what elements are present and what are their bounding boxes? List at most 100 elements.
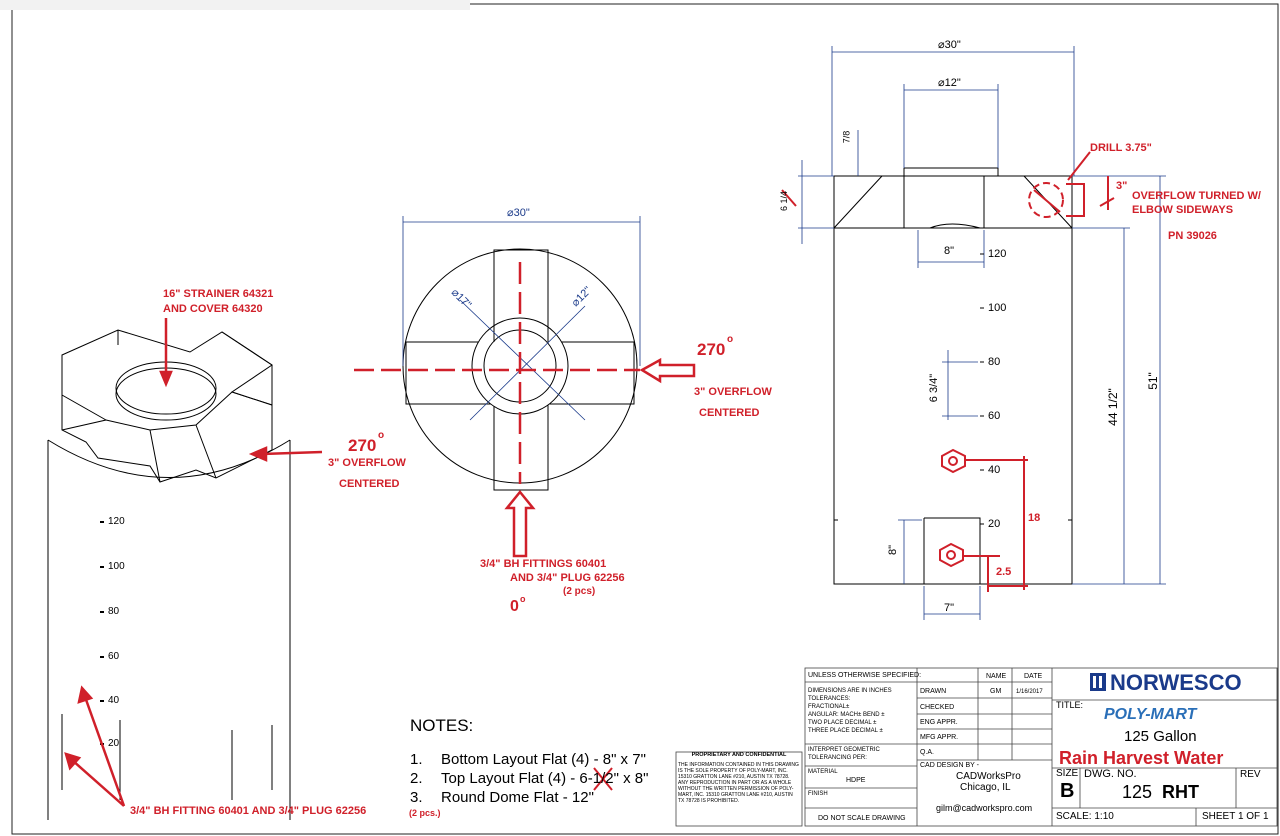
tb-size: B [1060,780,1075,802]
top-fittings-line2: AND 3/4" PLUG 62256 [510,572,625,584]
tb-sheet: SHEET 1 OF 1 [1202,811,1269,822]
strainer-label-2: AND COVER 64320 [163,303,263,315]
side-frac-7-8: 7/8 [841,130,852,144]
iso-centered-label: CENTERED [339,478,400,490]
window-strip [0,0,470,10]
note-strike [593,767,613,791]
tb-tolerancing: TOLERANCING PER: [808,755,867,761]
side-dia-12: ⌀12" [938,77,961,89]
iso-overflow-label: 3" OVERFLOW [328,457,406,469]
tb-cad-email: gilm@cadworkspro.com [936,803,1033,813]
note-number: 3. [410,789,423,806]
tb-title-label: TITLE: [1056,700,1084,710]
isometric-view [47,329,291,820]
side-grad-80: 80 [988,356,1001,368]
polymart-logo: POLY-MART [1104,706,1197,723]
iso-grad-60: 60 [108,651,120,662]
tb-qa: Q.A. [920,749,935,756]
side-dia-30-value: 30" [944,39,961,51]
top-angle-0-degree-icon: o [520,594,526,604]
overflow-turned-line2: ELBOW SIDEWAYS [1132,204,1234,216]
iso-graduations [100,521,104,745]
bh-fitting-note-small: (2 pcs.) [409,808,441,818]
side-dim-6-3-4: 6 3/4" [928,373,941,403]
side-grad-60: 60 [988,410,1001,422]
tb-fractional: FRACTIONAL± [808,704,850,710]
note-item: 1. Bottom Layout Flat (4) - 8" x 7" [410,750,648,769]
side-grad-120: 120 [988,248,1007,260]
tb-cad-design-by: CAD DESIGN BY - [920,762,979,769]
top-degree-icon: o [727,334,734,345]
notes-title: NOTES: [410,716,474,735]
overflow-turned-line1: OVERFLOW TURNED W/ [1132,190,1261,202]
tb-material-label: MATERIAL [808,769,838,775]
bh-fitting-note: 3/4" BH FITTING 60401 AND 3/4" PLUG 6225… [130,805,367,817]
tb-dwg-code: RHT [1162,782,1199,802]
top-dia-30: ⌀30" [507,207,530,219]
tb-cad-company: CADWorksPro [956,771,1021,782]
tb-do-not-scale: DO NOT SCALE DRAWING [818,815,906,822]
norwesco-brand: NORWESCO [1110,670,1242,695]
note-item: 3. Round Dome Flat - 12" [410,788,648,807]
tb-eng-appr: ENG APPR. [920,719,958,726]
side-dim-51: 51" [1145,372,1160,390]
top-fittings-line3: (2 pcs) [563,586,596,597]
tb-cad-city: Chicago, IL [960,782,1011,793]
side-grad-40: 40 [988,464,1001,476]
note-item: 2.Top Layout Flat (4) - 6-1/2" x 8" [410,769,648,788]
side-dim-7: 7" [944,602,955,614]
three-inch-label: 3" [1116,180,1128,192]
tb-tolerances: TOLERANCES: [808,696,851,702]
sheet-border [11,3,1279,835]
tb-drawn-date: 1/16/2017 [1016,689,1043,695]
iso-red-arrows [64,318,323,807]
tb-finish: FINISH [808,791,828,797]
iso-grad-20: 20 [108,738,120,749]
proprietary-heading: PROPRIETARY AND CONFIDENTIAL [691,752,787,758]
tb-product: Rain Harvest Water [1059,748,1224,768]
iso-grad-80: 80 [108,606,120,617]
iso-grad-40: 40 [108,695,120,706]
strainer-label-1: 16" STRAINER 64321 [163,288,274,300]
note-text: Round Dome Flat - 12" [441,789,594,806]
side-frac-6-1-4: 6 1/4 [779,190,790,212]
note-number: 1. [410,751,423,768]
top-view-red [354,262,696,558]
tb-scale: SCALE: 1:10 [1056,811,1114,822]
side-dim-44-1-2: 44 1/2" [1105,388,1120,426]
side-dim-8-bottom: 8" [887,544,900,556]
tb-dwg-no-label: DWG. NO. [1084,768,1137,780]
top-overflow-label: 3" OVERFLOW [694,386,772,398]
tb-size-label: SIZE [1056,768,1079,779]
tb-unless: UNLESS OTHERWISE SPECIFIED: [808,672,922,679]
tb-gallon: 125 Gallon [1124,728,1197,745]
top-fittings-line1: 3/4" BH FITTINGS 60401 [480,558,607,570]
tb-dwg-no: 125 [1122,782,1153,802]
tb-three-place: THREE PLACE DECIMAL ± [808,728,883,734]
tb-drawn: DRAWN [920,688,947,695]
side-dia-12-value: 12" [944,77,961,89]
tb-material: HDPE [846,777,866,784]
side-dia-30: ⌀30" [938,39,961,51]
top-centered-label: CENTERED [699,407,760,419]
tb-mfg-appr: MFG APPR. [920,734,959,741]
proprietary-block: PROPRIETARY AND CONFIDENTIAL THE INFORMA… [678,752,800,804]
side-view-red [781,151,1115,592]
side-view-ticks [980,253,984,525]
drill-label: DRILL 3.75" [1090,142,1152,154]
title-block-grid [675,667,1278,827]
note-number: 2. [410,770,423,787]
pn-label: PN 39026 [1168,230,1217,242]
top-angle-0: 0 [510,598,519,615]
side-dim-18: 18 [1028,512,1041,524]
tb-name-col: NAME [986,673,1007,680]
tb-date-col: DATE [1024,673,1043,680]
tb-interpret: INTERPRET GEOMETRIC [808,747,880,753]
top-dia-30-value: 30" [513,207,530,219]
note-text: Bottom Layout Flat (4) - 8" x 7" [441,751,646,768]
iso-angle-270: 270 [348,436,377,455]
side-grad-20: 20 [988,518,1001,530]
tb-dims: DIMENSIONS ARE IN INCHES [808,688,892,694]
iso-degree-icon: o [378,430,385,441]
